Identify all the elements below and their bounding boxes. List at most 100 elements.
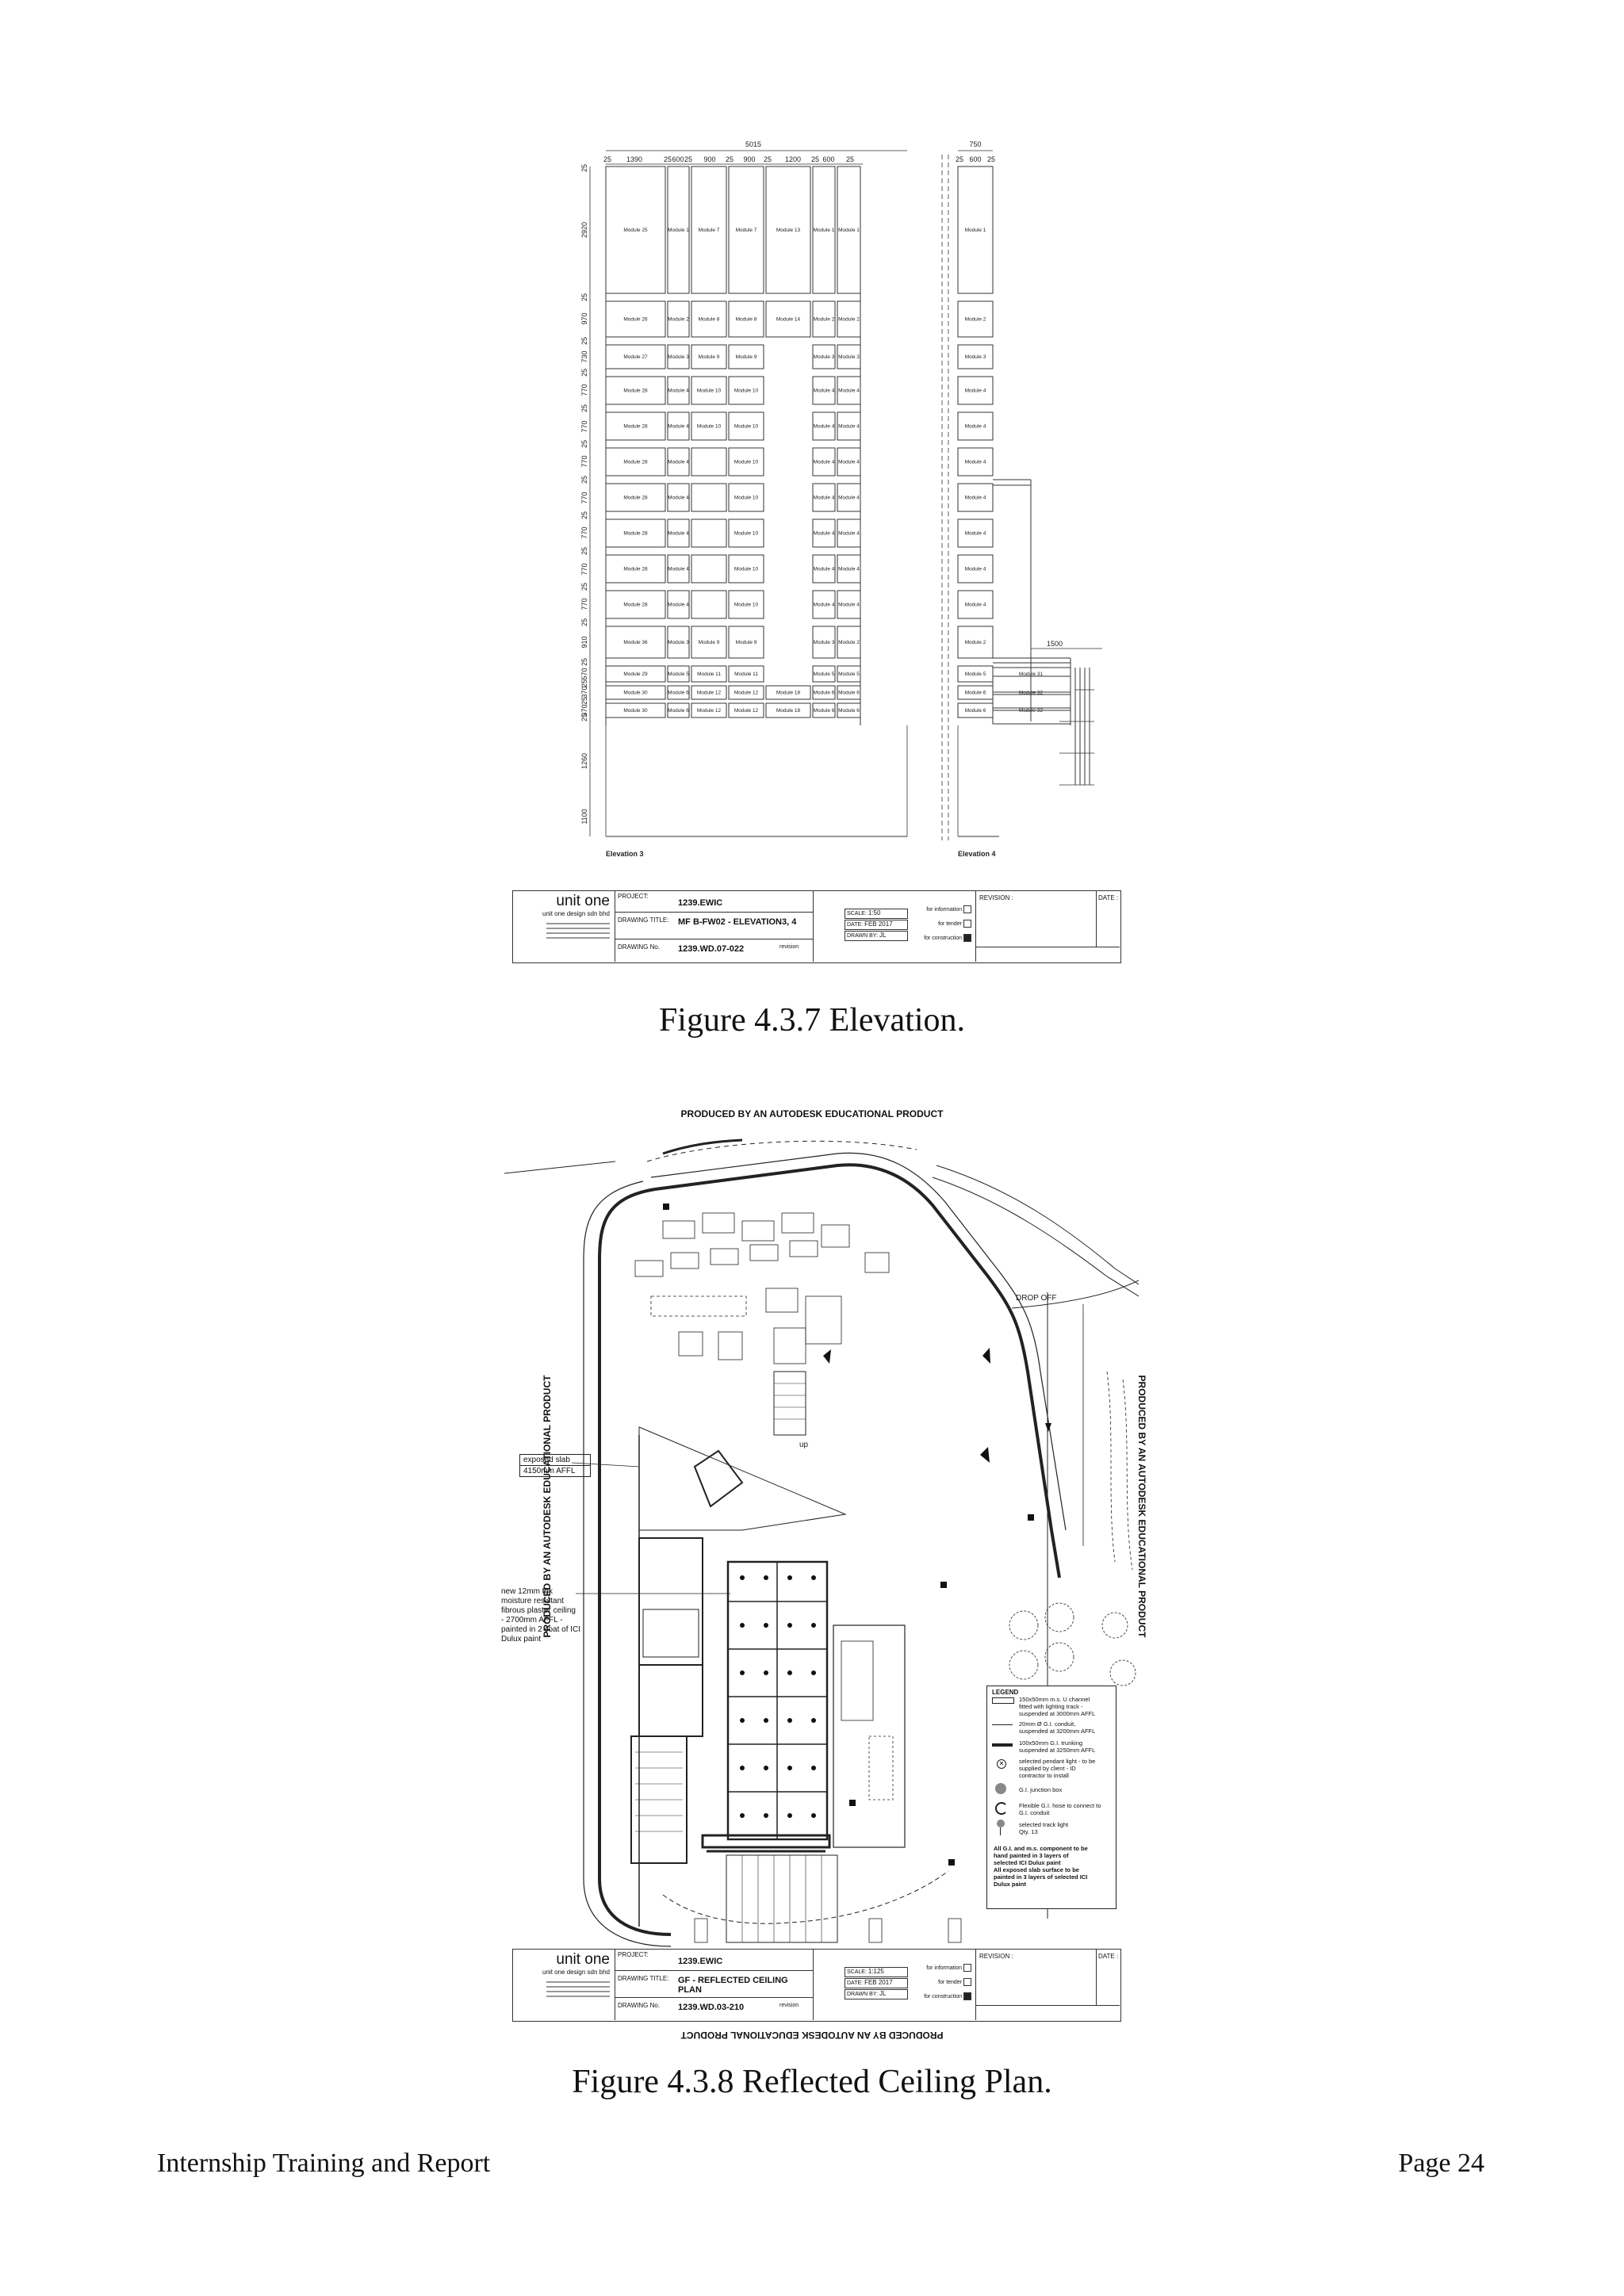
module-label: Module 10	[734, 531, 759, 537]
side-dimension: 25	[580, 583, 588, 591]
elevation-4-label: Elevation 4	[958, 850, 996, 858]
note-ceiling-line-2: moisture resistant	[501, 1597, 564, 1605]
module-label: Module 30	[623, 708, 648, 714]
legend-note-3: selected ICI Dulux paint	[994, 1859, 1061, 1866]
side-dimension: 770	[580, 492, 588, 503]
module-label: Module 28	[623, 567, 648, 572]
module-label: Module 4	[838, 531, 860, 537]
legend-1-line-3: suspended at 3000mm AFFL	[1019, 1710, 1096, 1717]
drawing-no-label-2: DRAWING No.	[618, 2002, 661, 2009]
module-label: Module 2	[965, 640, 986, 645]
module-label: Module 5	[814, 672, 835, 677]
legend-4-line-1: selected pendant light - to be	[1019, 1758, 1096, 1765]
date-value-2: FEB 2017	[864, 1979, 893, 1986]
elevation-3-label: Elevation 3	[606, 850, 644, 858]
conduit-icon	[992, 1724, 1013, 1725]
module-label: Module 4	[965, 603, 986, 608]
top-dimension: 1200	[785, 155, 801, 163]
top-dimension: 900	[743, 155, 755, 163]
module-label: Module 6	[965, 708, 986, 714]
side-dimension: 570	[580, 668, 588, 679]
side-dimension: 370	[580, 704, 588, 716]
module-label: Module 10	[734, 496, 759, 501]
legend-6-line-2: G.I. conduit	[1019, 1809, 1050, 1816]
pendant-light-icon: ✕	[997, 1759, 1006, 1769]
light-fixture	[764, 1813, 768, 1818]
for-information-label-2: for information	[926, 1965, 963, 1971]
module-label: Module 28	[623, 531, 648, 537]
module-label: Module 26	[623, 317, 648, 323]
revision-label-2: revision	[779, 2003, 799, 2008]
revision-label: revision	[779, 944, 799, 950]
legend-6-line-1: Flexible G.I. hose to connect to	[1019, 1802, 1101, 1809]
module-label: Module 4	[965, 567, 986, 572]
watermark-bottom: PRODUCED BY AN AUTODESK EDUCATIONAL PROD…	[680, 2030, 944, 2041]
module-label: Module 10	[734, 388, 759, 394]
top-dimension: 25	[846, 155, 854, 163]
light-fixture	[787, 1623, 792, 1628]
module-label: Module 4	[838, 388, 860, 394]
module-label: Module 4	[668, 603, 689, 608]
module-label: Module 3	[814, 354, 835, 360]
drawn-value: JL	[879, 932, 887, 939]
module-label: Module 25	[623, 228, 648, 233]
date-label-2: DATE:	[847, 1980, 864, 1986]
track-light-icon	[997, 1820, 1005, 1827]
light-fixture	[787, 1766, 792, 1770]
module-label: Module 9	[699, 354, 720, 360]
legend-note-6: Dulux paint	[994, 1881, 1026, 1888]
module-label: Module 28	[623, 496, 648, 501]
module-label: Module 4	[814, 460, 835, 465]
right-width-dim: 750	[969, 140, 981, 148]
drawn-label: DRAWN BY:	[847, 933, 879, 939]
side-dimension: 1100	[580, 809, 588, 824]
scale-value: 1:50	[868, 909, 881, 916]
note-ceiling-line-6: Dulux paint	[501, 1635, 542, 1644]
module-label: Module 27	[623, 354, 648, 360]
figure-caption-ceiling-plan: Figure 4.3.8 Reflected Ceiling Plan.	[572, 2064, 1052, 2100]
note-ceiling-line-4: - 2700mm AFFL -	[501, 1616, 563, 1624]
module-label: Module 10	[734, 460, 759, 465]
side-dimension: 25	[580, 679, 588, 687]
module-label: Module 6	[814, 691, 835, 696]
module-label: Module 2	[668, 317, 689, 323]
firm-subname-2: unit one design sdn bhd	[542, 1969, 610, 1976]
top-dimension: 900	[703, 155, 715, 163]
module-label: Module 10	[697, 424, 722, 430]
module-label: Module 4	[838, 567, 860, 572]
scale-value-2: 1:125	[868, 1968, 884, 1975]
light-fixture	[740, 1623, 745, 1628]
legend-7-line-2: Qty. 13	[1019, 1828, 1038, 1835]
light-fixture	[787, 1575, 792, 1580]
side-dimension: 770	[580, 563, 588, 575]
module-label: Module 2	[965, 317, 986, 323]
module-label: Module 4	[965, 424, 986, 430]
plan-legend: LEGEND 150x50mm m.s. U channel fitted wi…	[986, 1686, 1116, 1909]
module-label: Module 8	[736, 317, 757, 323]
legend-note-2: hand painted in 3 layers of	[994, 1852, 1069, 1859]
side-dimension: 25	[580, 440, 588, 448]
module-label: Module 12	[734, 691, 759, 696]
side-dimension: 370	[580, 686, 588, 698]
side-dimension: 25	[580, 511, 588, 519]
module-label: Module 28	[623, 424, 648, 430]
module-label: Module 5	[838, 672, 860, 677]
revision-header: REVISION :	[979, 894, 1013, 901]
light-fixture	[740, 1766, 745, 1770]
date-header: DATE :	[1098, 894, 1119, 901]
module-label: Module 12	[697, 708, 722, 714]
module-label: Module 36	[623, 640, 648, 645]
flexible-hose-icon	[995, 1802, 1008, 1815]
note-ceiling-line-3: fibrous plaster ceiling	[501, 1606, 576, 1615]
top-dimension: 25	[726, 155, 733, 163]
side-dimension: 25	[580, 476, 588, 484]
drawn-value-2: JL	[879, 1990, 887, 1997]
scale-label-2: SCALE:	[847, 1969, 867, 1975]
top-dimension: 25	[603, 155, 611, 163]
watermark-top: PRODUCED BY AN AUTODESK EDUCATIONAL PROD…	[680, 1108, 944, 1119]
legend-2-line-1: 20mm Ø G.I. conduit,	[1019, 1720, 1076, 1728]
light-fixture	[811, 1766, 816, 1770]
module-label: Module 5	[668, 672, 689, 677]
project-value-2: 1239.EWIC	[678, 1957, 723, 1966]
note-slab-line-2: 4150mm AFFL	[523, 1467, 576, 1475]
